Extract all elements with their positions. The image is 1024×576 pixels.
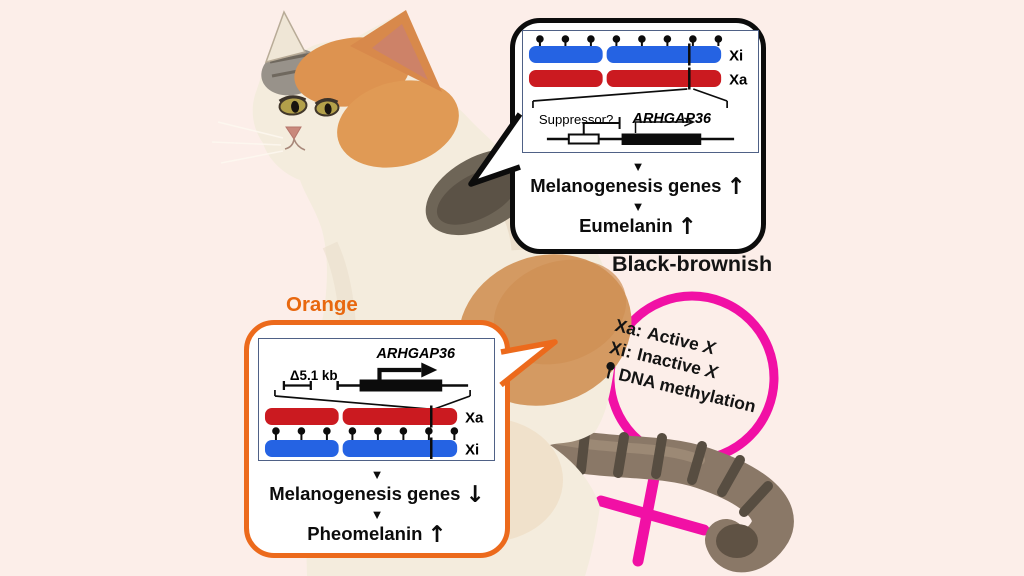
locus-diagram-black: Xi Xa Suppressor? ARHGAP36 <box>522 30 759 153</box>
suppressor-element-box <box>567 133 600 145</box>
arhgap36-gene-box <box>621 133 702 145</box>
cat-whiskers <box>211 121 284 164</box>
xa-label: Xa <box>465 409 484 426</box>
gene-name-label: ARHGAP36 <box>376 346 456 362</box>
orange-caption: Orange <box>286 293 358 316</box>
locus-diagram-orange: ARHGAP36 Δ5.1 kb Xa <box>258 338 495 461</box>
female-symbol-crossbar <box>595 495 710 536</box>
black-brownish-caption: Black-brownish <box>612 252 773 276</box>
zoom-bracket <box>532 88 728 108</box>
gene-name-label: ARHGAP36 <box>632 111 712 127</box>
methylation-lollipops-xi <box>536 35 723 46</box>
cat-orange-crown-patch <box>294 37 410 107</box>
xi-label: Xi <box>729 47 743 64</box>
eumelanin-up: Eumelanin↑ <box>579 214 697 240</box>
transcription-arrowhead <box>421 362 438 378</box>
legend-xa-x: X <box>701 336 718 359</box>
black-brownish-callout: Xi Xa Suppressor? ARHGAP36 ▼ <box>510 18 766 254</box>
cat-right-ear <box>350 10 442 92</box>
up-arrow: ↑ <box>726 174 746 200</box>
chromosome-xa-red <box>528 70 722 87</box>
female-symbol-stem <box>632 446 665 567</box>
cat-gray-head-patch <box>261 48 323 96</box>
up-arrow: ↑ <box>427 522 447 548</box>
orange-callout: ARHGAP36 Δ5.1 kb Xa <box>244 320 510 558</box>
zoom-bracket <box>274 390 471 410</box>
chromosome-xi-blue <box>264 440 458 457</box>
dna-methylation-lollipop-icon <box>606 361 615 379</box>
legend-xi-key: Xi: <box>607 337 635 363</box>
chromosome-xi-blue <box>528 46 722 63</box>
pheomelanin-up: Pheomelanin↑ <box>307 522 447 548</box>
transcription-arrow-open <box>634 117 696 133</box>
cat-orange-cheek-patch <box>337 80 459 168</box>
arhgap36-gene-box <box>359 379 443 392</box>
down-arrow: ↓ <box>465 482 485 508</box>
cat-tail <box>509 421 794 573</box>
cat-left-eye <box>278 95 308 116</box>
cat-right-ear-inner <box>372 24 428 80</box>
suppressor-label: Suppressor? <box>539 112 613 127</box>
down-triangle: ▼ <box>631 159 645 174</box>
melanogenesis-genes-up: Melanogenesis genes↑ <box>530 174 746 200</box>
xa-label: Xa <box>729 71 748 88</box>
down-triangle: ▼ <box>631 199 645 214</box>
cat-nose <box>285 126 302 140</box>
down-triangle: ▼ <box>370 467 384 482</box>
cat-left-ear <box>264 10 307 64</box>
legend-xi-x: X <box>703 360 720 383</box>
orange-bubble-flow: ▼ Melanogenesis genes↓ ▼ Pheomelanin↑ <box>249 467 505 547</box>
xi-label: Xi <box>465 441 479 458</box>
cat-right-eye <box>314 98 340 117</box>
down-triangle: ▼ <box>370 507 384 522</box>
deletion-label: Δ5.1 kb <box>290 368 338 383</box>
melanogenesis-genes-down: Melanogenesis genes↓ <box>269 482 485 508</box>
legend-xa-key: Xa: <box>613 314 645 341</box>
x-chromosome-legend: Xa:ActiveX Xi:InactiveX DNA methylation <box>602 314 813 429</box>
cat-mouth <box>284 138 306 151</box>
up-arrow: ↑ <box>677 214 697 240</box>
black-bubble-flow: ▼ Melanogenesis genes↑ ▼ Eumelanin↑ <box>515 159 761 239</box>
chromosome-xa-red <box>264 408 458 425</box>
